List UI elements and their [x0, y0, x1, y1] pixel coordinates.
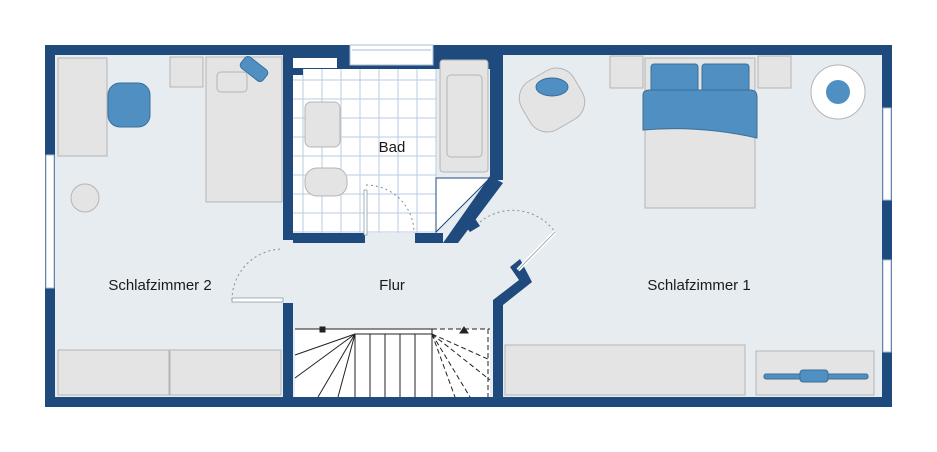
door-schlafzimmer1[interactable] — [479, 209, 557, 272]
shaft — [435, 177, 492, 234]
wardrobe — [504, 344, 746, 396]
armchair — [518, 67, 586, 133]
wardrobe-right — [169, 349, 282, 396]
room-label-schlafzimmer1: Schlafzimmer 1 — [647, 277, 750, 294]
nightstand — [169, 56, 204, 88]
wardrobe-left — [57, 349, 170, 396]
desk — [57, 57, 108, 157]
bathroom-tiles — [293, 68, 437, 233]
toilet — [304, 167, 348, 197]
pillow-right — [701, 63, 750, 93]
bad-fixtures — [304, 59, 489, 197]
cushion — [239, 55, 269, 83]
sink — [304, 101, 341, 148]
bathtub — [439, 59, 489, 173]
staircase — [294, 326, 491, 398]
room-label-flur: Flur — [379, 277, 405, 294]
duvet — [642, 89, 758, 139]
schlafzimmer2-furniture — [57, 55, 283, 396]
wall-niche — [293, 58, 337, 68]
window-schlafzimmer2 — [45, 154, 55, 289]
nightstand-right — [757, 55, 792, 89]
teddy-bear — [70, 183, 100, 213]
door-bad[interactable] — [363, 184, 415, 236]
window-bad — [349, 44, 434, 66]
pillow — [216, 71, 248, 93]
room-label-bad: Bad — [379, 139, 406, 156]
pillow-left — [650, 63, 699, 93]
schlafzimmer1-furniture — [504, 55, 875, 396]
armchair-cushion — [535, 77, 569, 97]
room-label-schlafzimmer2: Schlafzimmer 2 — [108, 277, 211, 294]
desk-chair — [107, 82, 151, 128]
window-schlafzimmer1-bottom — [882, 259, 892, 353]
door-schlafzimmer2[interactable] — [231, 248, 284, 303]
nightstand-left — [609, 55, 644, 89]
window-schlafzimmer1-top — [882, 107, 892, 201]
